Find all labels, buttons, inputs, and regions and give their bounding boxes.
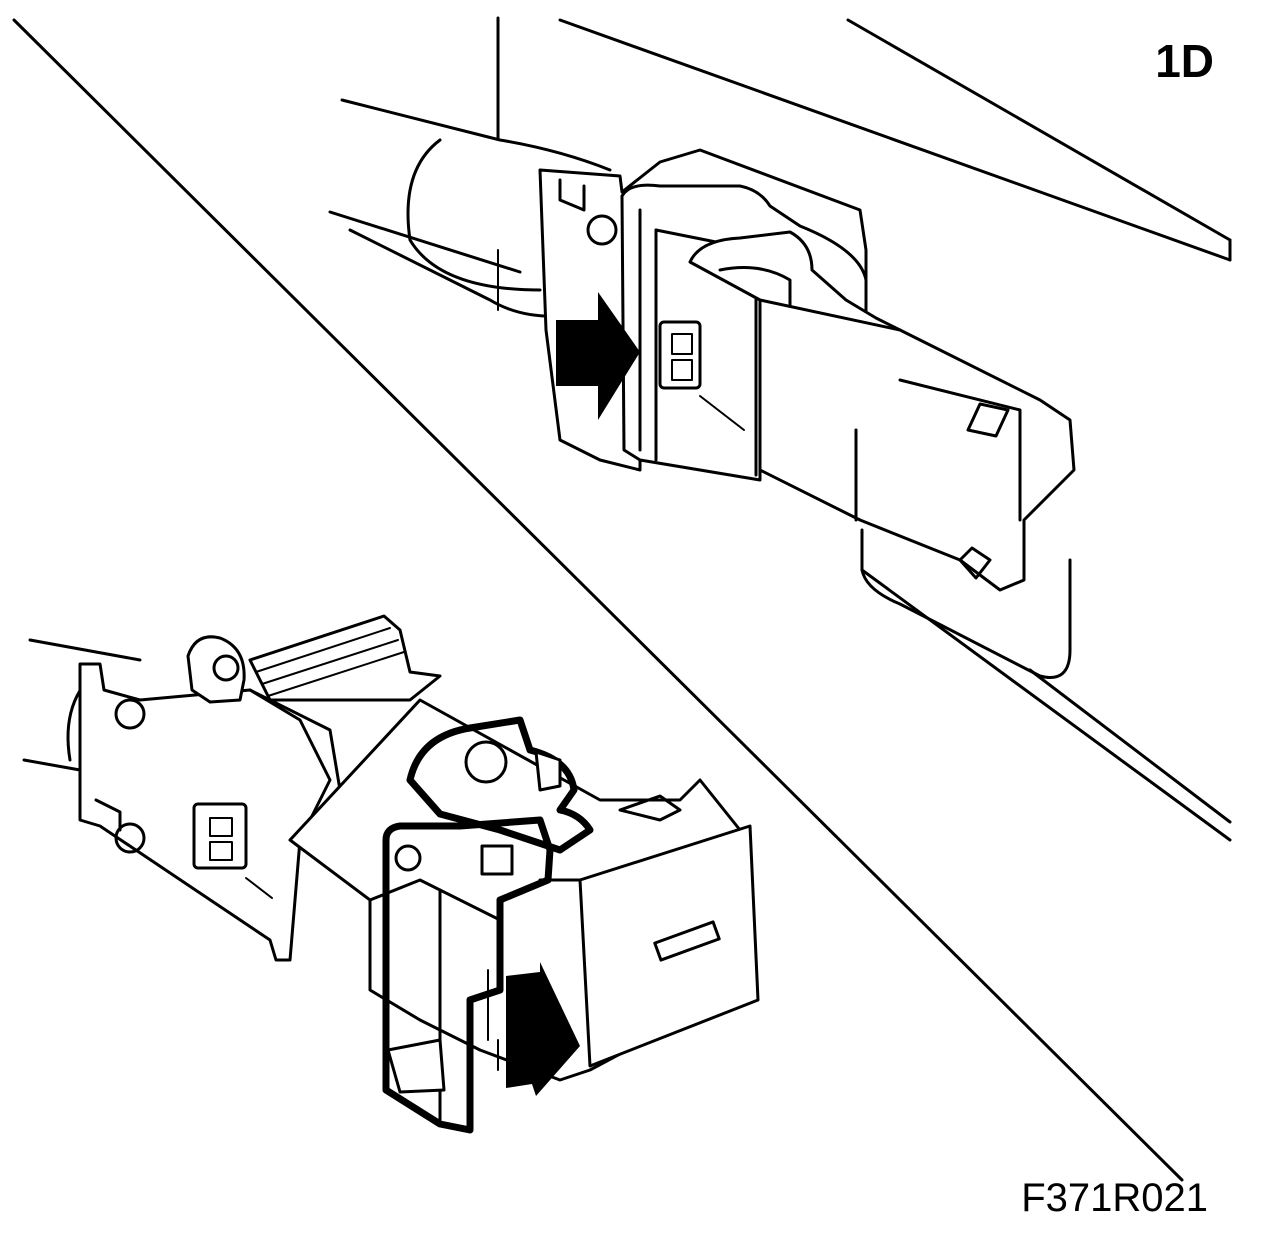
arrow-down-right-icon	[506, 962, 580, 1096]
arrow-right-icon	[556, 292, 640, 420]
bottom-assembly	[22, 614, 760, 1134]
divider-line	[12, 18, 1184, 1182]
top-assembly	[328, 16, 1232, 842]
step-label: 1D	[1155, 35, 1214, 87]
figure-code: F371R021	[1021, 1176, 1208, 1220]
